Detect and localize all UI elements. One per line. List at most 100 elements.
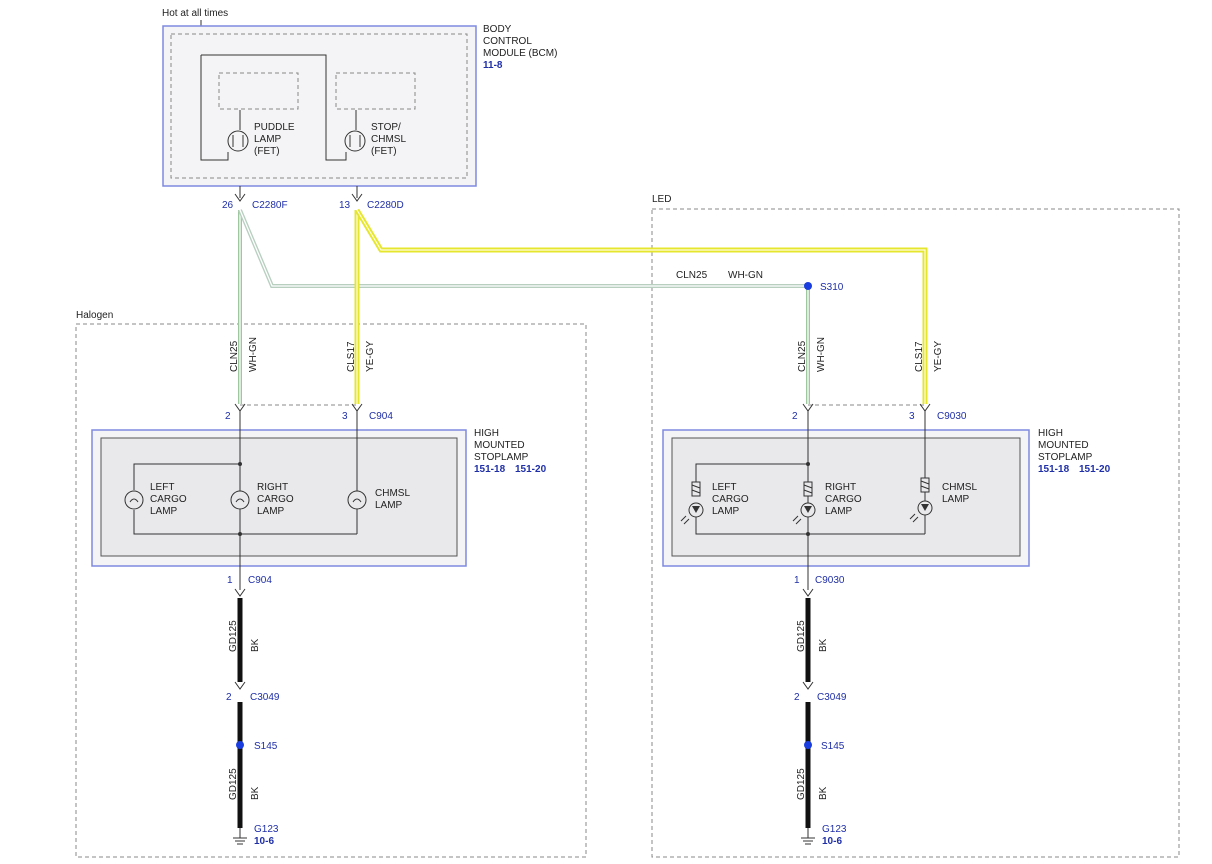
- led-section-box: [651, 208, 1180, 858]
- halogen-wire2-color: YE-GY: [365, 341, 376, 372]
- halogen-lamp-ref-1[interactable]: 151-18: [474, 464, 506, 475]
- led-left-lamp-2: CARGO: [712, 494, 749, 505]
- ground-g123-halogen[interactable]: G123: [254, 824, 279, 835]
- left-cargo-led-icon: [680, 481, 704, 525]
- halogen-gnd-circuit: GD125: [228, 620, 239, 652]
- splice-s310[interactable]: S310: [820, 282, 844, 293]
- splice-s145-halogen-dot: [236, 741, 244, 749]
- led-lamp-title-1: HIGH: [1038, 428, 1063, 439]
- splice-s145-halogen[interactable]: S145: [254, 741, 278, 752]
- connector-c3049-halogen[interactable]: C3049: [250, 692, 280, 703]
- led-wire2-circuit: CLS17: [914, 341, 925, 372]
- led-lamp-ref-1[interactable]: 151-18: [1038, 464, 1070, 475]
- stop-chmsl-fet-icon: [344, 130, 366, 152]
- connector-c904-top[interactable]: C904: [369, 411, 393, 422]
- stop-fet-control-box: [335, 72, 416, 110]
- bcm-title-2: CONTROL: [483, 36, 532, 47]
- led-chmsl-2: LAMP: [942, 494, 970, 505]
- led-wire1-circuit: CLN25: [797, 340, 808, 372]
- led-gnd-color: BK: [818, 638, 829, 652]
- bcm-pin-26: 26: [222, 200, 234, 211]
- splice-s145-led[interactable]: S145: [821, 741, 845, 752]
- halogen-left-lamp-1: LEFT: [150, 482, 174, 493]
- led-wire1-color: WH-GN: [816, 337, 827, 372]
- halogen-right-lamp-3: LAMP: [257, 506, 285, 517]
- hot-at-all-times-label: Hot at all times: [162, 8, 228, 19]
- ground-ref-halogen[interactable]: 10-6: [254, 836, 274, 847]
- led-lamp-title-2: MOUNTED: [1038, 440, 1089, 451]
- halogen-gnd-color-2: BK: [250, 786, 261, 800]
- puddle-fet-label-1: PUDDLE: [254, 122, 295, 133]
- led-wire2-color: YE-GY: [933, 341, 944, 372]
- puddle-fet-label-2: LAMP: [254, 134, 282, 145]
- stop-fet-label-3: (FET): [371, 146, 397, 157]
- connector-c2280f[interactable]: C2280F: [252, 200, 288, 211]
- puddle-fet-control-box: [218, 72, 299, 110]
- bcm-internal-feed: [201, 54, 347, 161]
- led-pin-2: 2: [792, 411, 798, 422]
- halogen-left-lamp-2: CARGO: [150, 494, 187, 505]
- halogen-wire1-circuit: CLN25: [229, 340, 240, 372]
- bcm-inner-dashed-box: [170, 33, 468, 179]
- led-pin-c3049: 2: [794, 692, 800, 703]
- led-left-lamp-3: LAMP: [712, 506, 740, 517]
- bcm-title-3: MODULE (BCM): [483, 48, 557, 59]
- led-lamp-ref-2[interactable]: 151-20: [1079, 464, 1111, 475]
- led-chmsl-1: CHMSL: [942, 482, 977, 493]
- halogen-chmsl-1: CHMSL: [375, 488, 410, 499]
- top-wire-circuit: CLN25: [676, 270, 708, 281]
- halogen-pin-1: 1: [227, 575, 233, 586]
- splice-s310-dot: [804, 282, 812, 290]
- led-lamp-title-3: STOPLAMP: [1038, 452, 1093, 463]
- bcm-ref-link[interactable]: 11-8: [483, 60, 503, 71]
- right-cargo-lamp-bulb-icon: [230, 490, 250, 510]
- halogen-lamp-title-3: STOPLAMP: [474, 452, 529, 463]
- ground-g123-led[interactable]: G123: [822, 824, 847, 835]
- ground-symbol-icon: [233, 828, 247, 845]
- halogen-pin-2: 2: [225, 411, 231, 422]
- right-cargo-led-icon: [792, 481, 816, 525]
- led-right-lamp-1: RIGHT: [825, 482, 856, 493]
- chmsl-led-icon: [909, 477, 933, 523]
- splice-s145-led-dot: [804, 741, 812, 749]
- halogen-right-lamp-1: RIGHT: [257, 482, 288, 493]
- halogen-pin-3: 3: [342, 411, 348, 422]
- connector-c2280d-symbol: [351, 193, 363, 202]
- led-gnd-circuit: GD125: [796, 620, 807, 652]
- halogen-lamp-title-2: MOUNTED: [474, 440, 525, 451]
- puddle-fet-label-3: (FET): [254, 146, 280, 157]
- halogen-gnd-circuit-2: GD125: [228, 768, 239, 800]
- led-pin-3: 3: [909, 411, 915, 422]
- halogen-pin-c3049: 2: [226, 692, 232, 703]
- led-right-lamp-3: LAMP: [825, 506, 853, 517]
- halogen-right-lamp-2: CARGO: [257, 494, 294, 505]
- connector-c3049-led[interactable]: C3049: [817, 692, 847, 703]
- led-pin-1: 1: [794, 575, 800, 586]
- connector-c904-bottom[interactable]: C904: [248, 575, 272, 586]
- led-gnd-color-2: BK: [818, 786, 829, 800]
- halogen-wire2-circuit: CLS17: [346, 341, 357, 372]
- halogen-left-lamp-3: LAMP: [150, 506, 178, 517]
- stop-fet-label-1: STOP/: [371, 122, 401, 133]
- stop-fet-label-2: CHMSL: [371, 134, 406, 145]
- led-label: LED: [652, 194, 671, 205]
- connector-c9030-bottom[interactable]: C9030: [815, 575, 845, 586]
- halogen-label: Halogen: [76, 310, 113, 321]
- bcm-module[interactable]: [162, 25, 477, 187]
- halogen-lamp-title-1: HIGH: [474, 428, 499, 439]
- connector-c2280f-symbol: [234, 193, 246, 202]
- wire-cln25-wh-gn[interactable]: [238, 209, 810, 404]
- connector-c9030-top[interactable]: C9030: [937, 411, 967, 422]
- led-left-lamp-1: LEFT: [712, 482, 736, 493]
- led-right-lamp-2: CARGO: [825, 494, 862, 505]
- halogen-wire1-color: WH-GN: [248, 337, 259, 372]
- halogen-chmsl-2: LAMP: [375, 500, 403, 511]
- connector-c2280d[interactable]: C2280D: [367, 200, 404, 211]
- halogen-section-box: [75, 323, 587, 858]
- halogen-gnd-color: BK: [250, 638, 261, 652]
- halogen-lamp-ref-2[interactable]: 151-20: [515, 464, 547, 475]
- bcm-pin-13: 13: [339, 200, 351, 211]
- wire-cls17-ye-gy-highlight[interactable]: [354, 208, 928, 404]
- ground-ref-led[interactable]: 10-6: [822, 836, 842, 847]
